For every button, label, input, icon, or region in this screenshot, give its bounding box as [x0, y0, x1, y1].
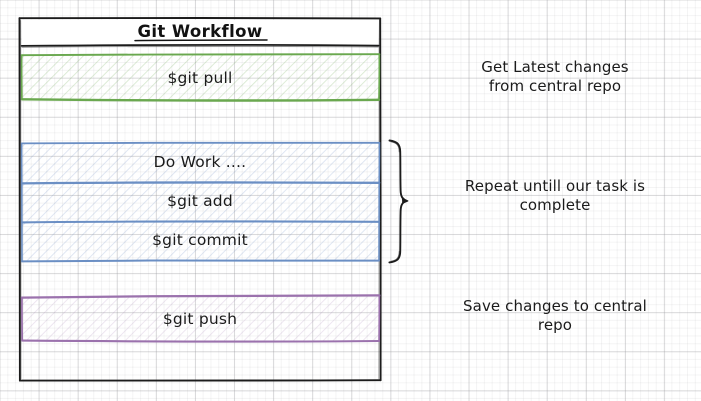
annotation-get-latest-changes: Get Latest changes from central repo	[481, 58, 629, 96]
step-label-do-work: Do Work ....	[153, 153, 247, 171]
repeat-curly-brace	[388, 139, 409, 264]
step-label-git-add: $git add	[167, 192, 233, 210]
step-label-git-push: $git push	[162, 310, 238, 328]
step-label-git-commit: $git commit	[152, 231, 248, 249]
step-label-git-pull: $git pull	[167, 69, 233, 87]
annotation-repeat-until-complete: Repeat untill our task is complete	[464, 177, 646, 215]
annotation-save-changes: Save changes to central repo	[463, 297, 647, 335]
page-title: Git Workflow	[137, 22, 263, 41]
